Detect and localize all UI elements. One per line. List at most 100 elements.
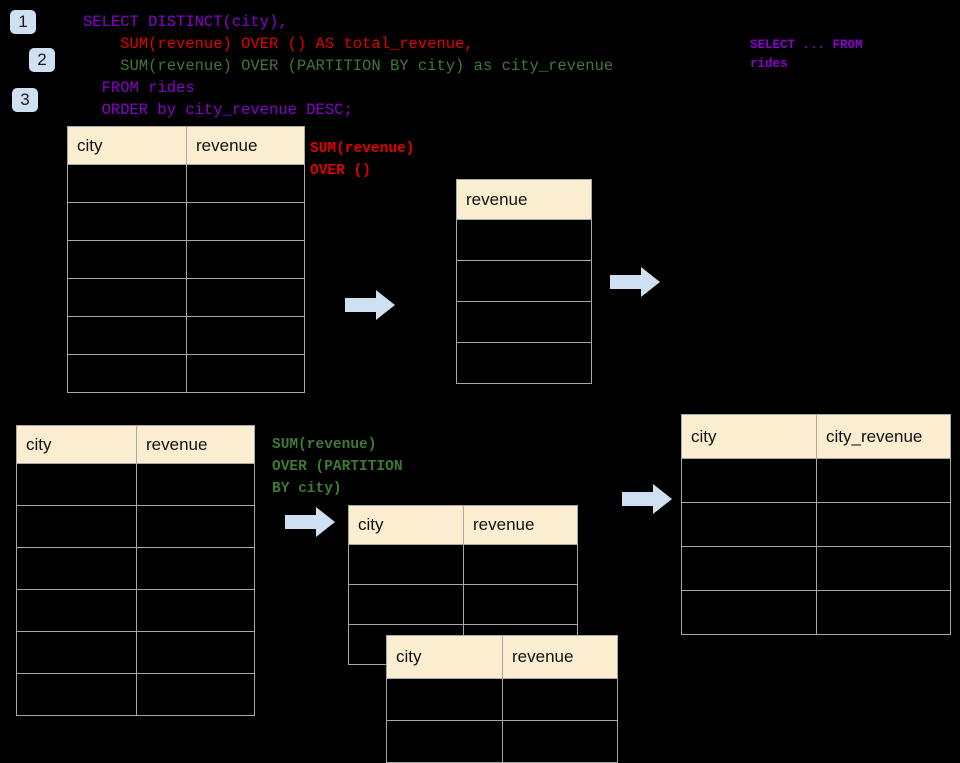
- table-header-row: revenue: [456, 179, 592, 220]
- table-cell: [502, 678, 618, 721]
- table-cell: [681, 546, 817, 591]
- table-cell: [681, 590, 817, 635]
- table-header-row: city revenue: [67, 126, 305, 165]
- table-cell: [16, 673, 137, 716]
- table-partition-group-front: city revenue: [386, 635, 618, 763]
- annotation-sum-over-empty: SUM(revenue) OVER (): [310, 141, 415, 179]
- right-arrow-icon: [345, 290, 395, 320]
- table-row: [456, 219, 592, 261]
- column-header-city: city: [681, 414, 817, 459]
- arrow-partition-to-final: [622, 482, 672, 521]
- sql-line-select: SELECT DISTINCT(city),: [83, 13, 288, 31]
- table-cell: [681, 502, 817, 547]
- table-row: [67, 240, 305, 279]
- table-cell: [456, 342, 592, 384]
- table-cell: [186, 354, 305, 393]
- table-cell: [16, 463, 137, 506]
- table-row: [681, 590, 951, 635]
- table-row: [67, 354, 305, 393]
- table-cell: [456, 219, 592, 261]
- table-row: [386, 678, 618, 721]
- table-row: [348, 544, 578, 585]
- table-cell: [186, 164, 305, 203]
- table-cell: [136, 547, 255, 590]
- table-cell: [386, 720, 503, 763]
- table-cell: [67, 202, 187, 241]
- table-cell: [16, 505, 137, 548]
- table-cell: [681, 458, 817, 503]
- table-rides-source-top: city revenue: [67, 126, 305, 393]
- table-header-row: city revenue: [16, 425, 255, 464]
- table-cell: [456, 301, 592, 343]
- arrow-source-to-partition: [285, 505, 335, 544]
- sql-line-order-by: ORDER by city_revenue DESC;: [83, 101, 353, 119]
- table-cell: [67, 278, 187, 317]
- step-badge-3: 3: [12, 88, 38, 112]
- table-header-row: city revenue: [386, 635, 618, 679]
- table-row: [16, 505, 255, 548]
- table-row: [16, 463, 255, 506]
- table-row: [681, 546, 951, 591]
- column-header-revenue: revenue: [136, 425, 255, 464]
- table-rides-source-bottom: city revenue: [16, 425, 255, 716]
- sidenote-select-from-rides: SELECT ... FROM rides: [750, 38, 863, 71]
- table-row: [456, 260, 592, 302]
- table-row: [67, 202, 305, 241]
- table-row: [681, 458, 951, 503]
- table-row: [348, 584, 578, 625]
- column-header-city-revenue: city_revenue: [816, 414, 951, 459]
- table-row: [16, 673, 255, 716]
- table-cell: [16, 631, 137, 674]
- column-header-revenue: revenue: [463, 505, 578, 545]
- table-cell: [502, 720, 618, 763]
- table-row: [681, 502, 951, 547]
- table-cell: [136, 673, 255, 716]
- table-cell: [386, 678, 503, 721]
- diagram-canvas: 1 2 3 SELECT DISTINCT(city), SUM(revenue…: [10, 10, 951, 763]
- table-cell: [816, 458, 951, 503]
- table-cell: [67, 354, 187, 393]
- table-row: [456, 301, 592, 343]
- table-row: [456, 342, 592, 384]
- table-cell: [816, 502, 951, 547]
- right-arrow-icon: [285, 507, 335, 537]
- sql-line-total-revenue: SUM(revenue) OVER () AS total_revenue,: [83, 35, 474, 53]
- table-cell: [136, 505, 255, 548]
- table-total-revenue-result: revenue: [456, 179, 592, 384]
- step-badge-2: 2: [29, 48, 55, 72]
- table-cell: [186, 316, 305, 355]
- table-cell: [816, 546, 951, 591]
- column-header-city: city: [348, 505, 464, 545]
- table-cell: [186, 278, 305, 317]
- column-header-city: city: [386, 635, 503, 679]
- table-cell: [136, 631, 255, 674]
- table-cell: [67, 164, 187, 203]
- table-row: [386, 720, 618, 763]
- table-cell: [463, 584, 578, 625]
- table-row: [16, 547, 255, 590]
- sql-line-from: FROM rides: [83, 79, 195, 97]
- sql-line-city-revenue: SUM(revenue) OVER (PARTITION BY city) as…: [83, 57, 614, 75]
- table-cell: [67, 316, 187, 355]
- table-cell: [136, 589, 255, 632]
- table-cell: [16, 589, 137, 632]
- right-arrow-icon: [622, 484, 672, 514]
- table-row: [67, 316, 305, 355]
- right-arrow-icon: [610, 267, 660, 297]
- annotation-sum-over-partition: SUM(revenue) OVER (PARTITION BY city): [272, 437, 403, 497]
- table-row: [16, 631, 255, 674]
- table-final-result: city city_revenue: [681, 414, 951, 635]
- table-cell: [136, 463, 255, 506]
- table-cell: [816, 590, 951, 635]
- table-header-row: city city_revenue: [681, 414, 951, 459]
- table-cell: [348, 584, 464, 625]
- table-cell: [67, 240, 187, 279]
- table-cell: [348, 544, 464, 585]
- table-cell: [463, 544, 578, 585]
- column-header-revenue: revenue: [456, 179, 592, 220]
- column-header-city: city: [16, 425, 137, 464]
- table-cell: [456, 260, 592, 302]
- table-row: [67, 278, 305, 317]
- arrow-total-to-final: [610, 265, 660, 304]
- table-cell: [186, 240, 305, 279]
